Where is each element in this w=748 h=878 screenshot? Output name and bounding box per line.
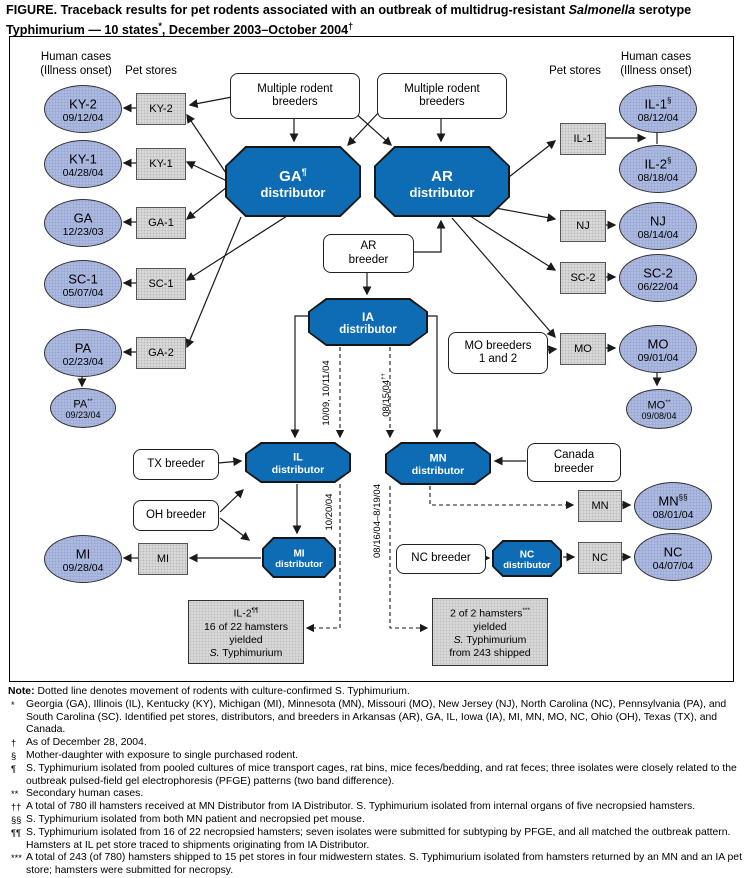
title-text-2: serotype Typhimurium — 10 states (6, 3, 692, 37)
title-italic-salmonella: Salmonella (568, 3, 636, 17)
case-ellipse-pa-secondary: PA**09/23/04 (50, 388, 116, 428)
case-ellipse-il2: IL-2§08/18/04 (619, 145, 697, 193)
store-box-nj: NJ (560, 210, 606, 242)
footnote-row: §Mother-daughter with exposure to single… (11, 749, 299, 761)
edge-label-mn-shipments: 08/16/04–8/19/04 (372, 484, 383, 558)
note-box-il2-results: IL-2¶¶ 16 of 22 hamsters yielded S. Typh… (188, 600, 304, 664)
case-ellipse-il1: IL-1§08/12/04 (619, 85, 697, 133)
footnote-row: ***A total of 243 (of 780) hamsters ship… (11, 852, 742, 877)
header-right-pet-stores: Pet stores (549, 65, 601, 77)
store-box-sc2: SC-2 (560, 262, 606, 294)
store-box-ga2: GA-2 (136, 337, 186, 369)
figure-title: FIGURE. Traceback results for pet rodent… (6, 3, 743, 38)
header-left-human-cases: Human cases(Illness onset) (40, 51, 112, 77)
note-box-shipped-results: 2 of 2 hamsters*** yielded S. Typhimuriu… (432, 598, 548, 666)
store-box-il1: IL-1 (560, 123, 606, 155)
breeder-box-nc: NC breeder (396, 544, 486, 574)
store-box-ky2: KY-2 (136, 93, 186, 125)
store-box-nc: NC (578, 542, 622, 574)
footnotes: Note: Dotted line denotes movement of ro… (8, 686, 742, 878)
footnote-row: *Georgia (GA), Illinois (IL), Kentucky (… (11, 698, 727, 736)
diagram-border (9, 36, 734, 682)
edge-label-ia-to-mn: 08/15/04†† (381, 373, 393, 417)
header-right-human-cases: Human cases(Illness onset) (620, 51, 692, 77)
case-ellipse-mn: MN§§08/01/04 (634, 482, 712, 530)
distributor-ga: GA¶distributor (225, 146, 361, 217)
title-asterisk: * (158, 20, 162, 31)
breeder-box-oh: OH breeder (133, 500, 219, 531)
store-box-mi: MI (138, 543, 188, 575)
edge-label-il-to-mi: 10/20/04 (324, 493, 335, 531)
store-box-mo: MO (560, 333, 606, 365)
store-box-sc1: SC-1 (136, 268, 186, 300)
edge-label-ia-to-il: 10/09, 10/11/04 (321, 360, 332, 426)
footnote-row: §§S. Typhimurium isolated from both MN p… (11, 813, 365, 825)
footnote-row: **Secondary human cases. (11, 788, 144, 800)
footnote-row: ††A total of 780 ill hamsters received a… (11, 801, 696, 813)
case-ellipse-mo-secondary: MO**09/08/04 (626, 389, 692, 429)
breeder-box-tx: TX breeder (133, 449, 219, 480)
title-text: FIGURE. Traceback results for pet rodent… (6, 3, 569, 17)
store-box-mn: MN (578, 490, 622, 522)
footnote-row: ¶S. Typhimurium isolated from pooled cul… (11, 762, 737, 787)
header-left-pet-stores: Pet stores (125, 65, 177, 77)
footnote-row: †As of December 28, 2004. (11, 737, 147, 749)
title-dagger: † (348, 20, 354, 31)
store-box-ga1: GA-1 (136, 207, 186, 239)
title-text-3: , December 2003–October 2004 (161, 22, 349, 37)
store-box-ky1: KY-1 (136, 148, 186, 180)
footnote-row: ¶¶S. Typhimurium isolated from 16 of 22 … (11, 826, 731, 851)
footnote-note-line: Note: Dotted line denotes movement of ro… (8, 686, 410, 697)
